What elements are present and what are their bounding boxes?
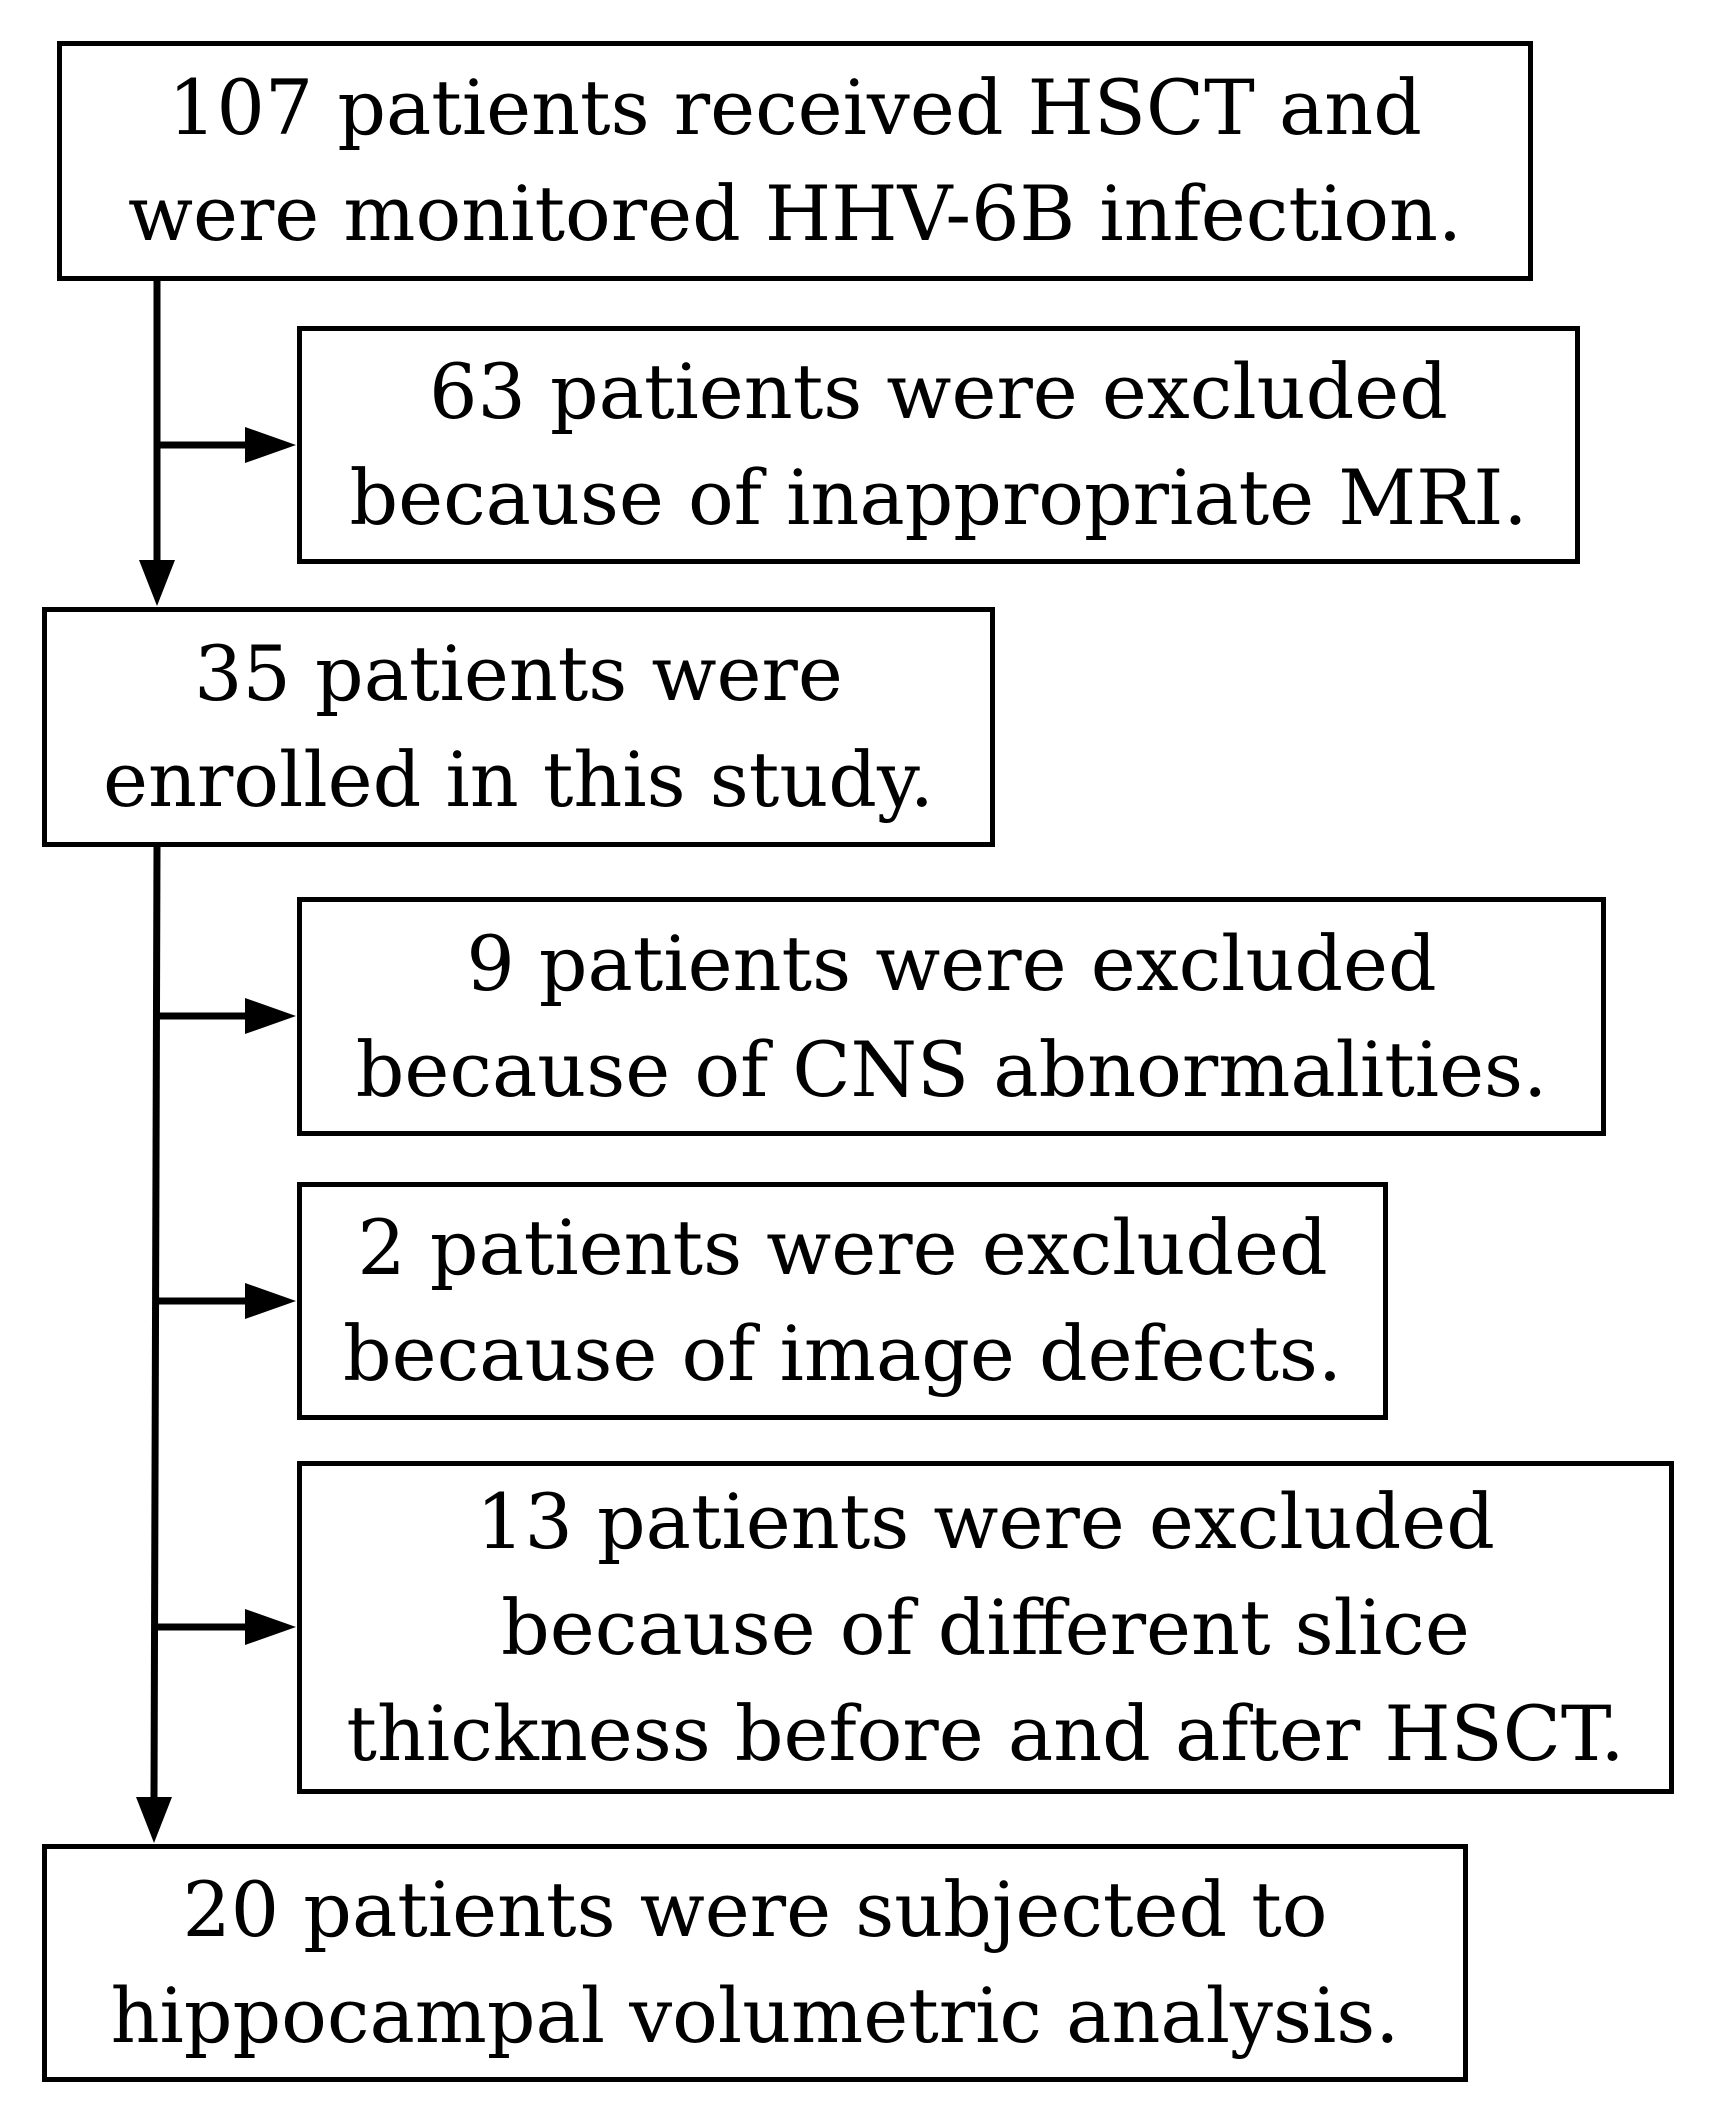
box-text-line: 20 patients were subjected to: [182, 1865, 1328, 1954]
excluded-image-defects-box: 2 patients were excluded because of imag…: [297, 1182, 1388, 1420]
box-text-line: enrolled in this study.: [103, 735, 934, 824]
box-text-line: 63 patients were excluded: [429, 347, 1448, 436]
main-flow-line-2: [150, 846, 161, 1798]
box-text-line: because of different slice: [501, 1582, 1470, 1672]
arrowhead-down-to-box3: [139, 560, 175, 606]
arrowhead-right-to-box4: [245, 998, 296, 1034]
box-text-line: 107 patients received HSCT and: [168, 63, 1422, 152]
box-text-line: because of image defects.: [342, 1309, 1343, 1398]
box-text-line: 35 patients were: [194, 629, 843, 718]
hsct-monitored-patients-box: 107 patients received HSCT and were moni…: [57, 41, 1533, 281]
box-text-line: because of inappropriate MRI.: [349, 453, 1528, 542]
arrowhead-down-to-box7: [136, 1797, 172, 1843]
box-text-line: 13 patients were excluded: [476, 1476, 1495, 1566]
arrowhead-right-to-box6: [245, 1609, 296, 1645]
box-text-line: hippocampal volumetric analysis.: [110, 1971, 1400, 2060]
box-text-line: 9 patients were excluded: [466, 918, 1437, 1008]
arrowhead-right-to-box5: [245, 1283, 296, 1319]
excluded-slice-thickness-box: 13 patients were excluded because of dif…: [297, 1461, 1674, 1794]
box-text-line: because of CNS abnormalities.: [355, 1024, 1548, 1114]
excluded-cns-abnormalities-box: 9 patients were excluded because of CNS …: [297, 897, 1606, 1136]
box-text-line: thickness before and after HSCT.: [346, 1688, 1625, 1778]
enrolled-patients-box: 35 patients were enrolled in this study.: [42, 607, 995, 847]
arrowhead-right-to-box2: [245, 427, 296, 463]
excluded-inappropriate-mri-box: 63 patients were excluded because of ina…: [297, 326, 1580, 564]
box-text-line: 2 patients were excluded: [357, 1203, 1328, 1292]
box-text-line: were monitored HHV-6B infection.: [127, 169, 1463, 258]
volumetric-analysis-patients-box: 20 patients were subjected to hippocampa…: [42, 1844, 1468, 2082]
